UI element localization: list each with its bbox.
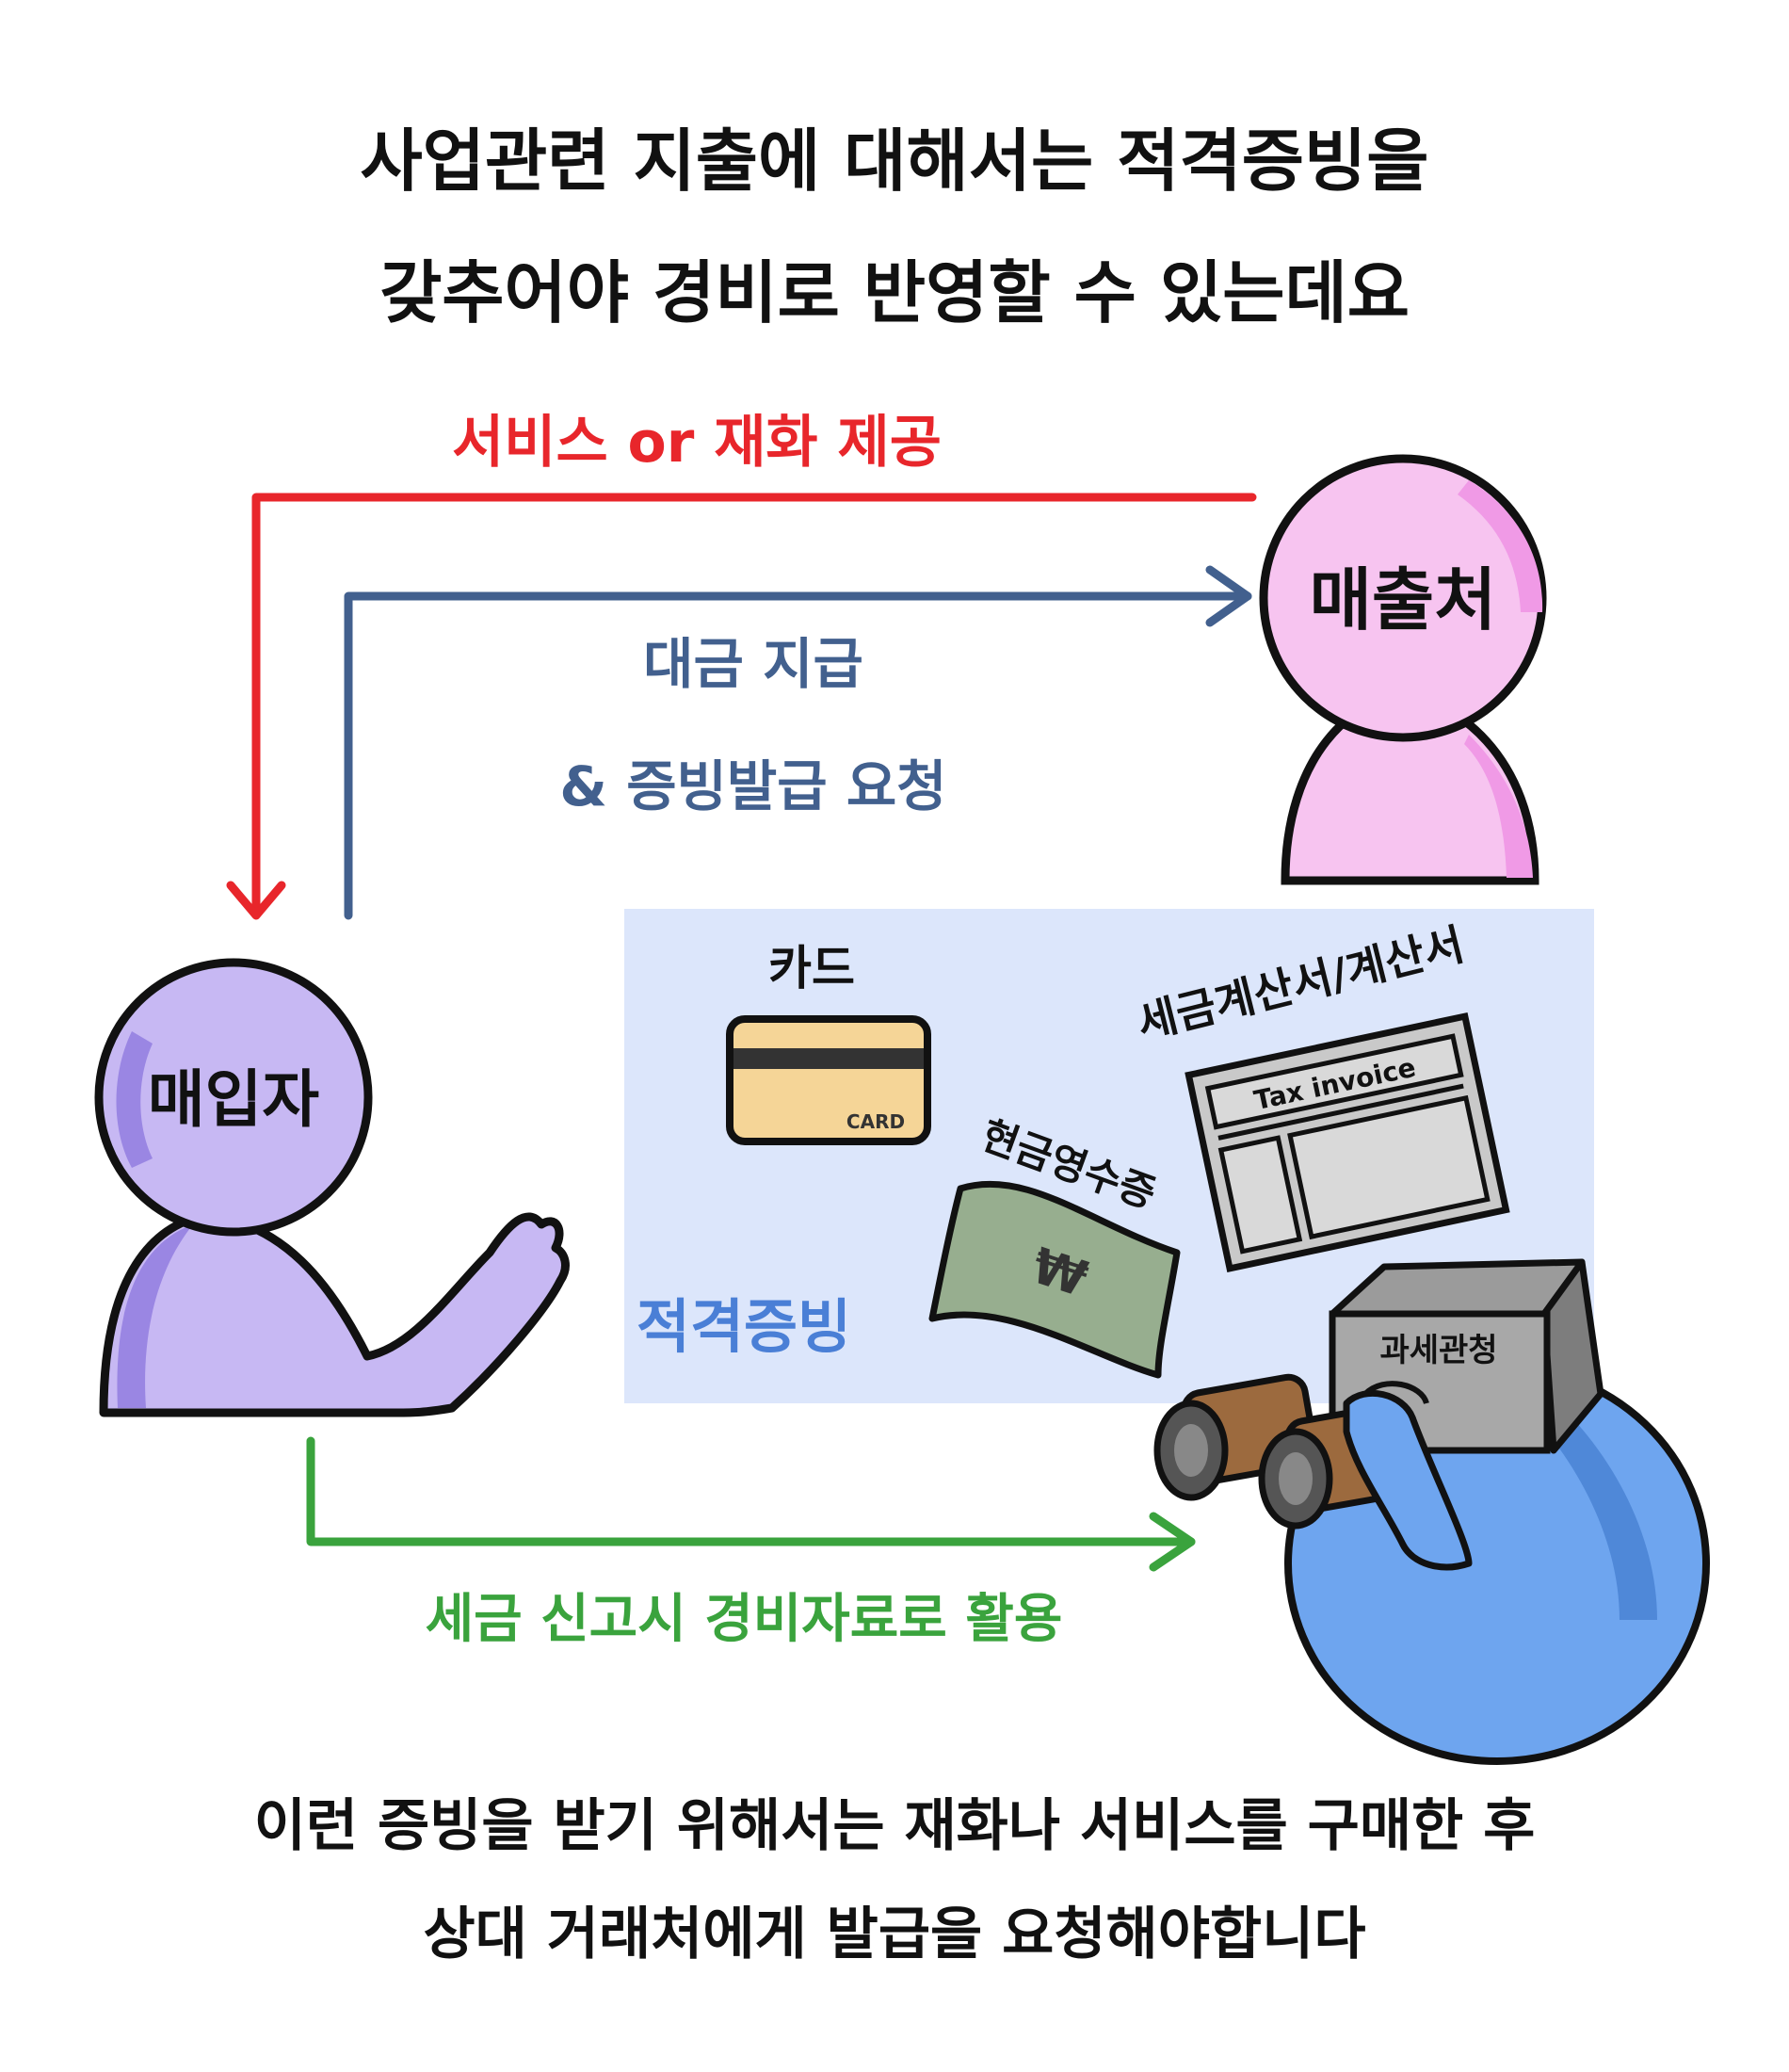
tax-invoice-icon: 세금계산서/계산서 Tax invoice [1132, 918, 1510, 1273]
tax-office-label: 과세관청 [1379, 1332, 1497, 1369]
tax-use-arrow [306, 1436, 1196, 1572]
card-text: CARD [846, 1110, 905, 1133]
footer-line-1: 이런 증빙을 받기 위해서는 재화나 서비스를 구매한 후 [253, 1793, 1536, 1859]
buyer-label: 매입자 [148, 1063, 319, 1136]
footer-line-2: 상대 거래처에게 발급을 요청해야합니다 [423, 1902, 1366, 1967]
card-icon: 카드 CARD [726, 941, 931, 1145]
payment-label-2: & 증빙발급 요청 [559, 754, 946, 818]
payment-arrow [344, 565, 1252, 920]
tax-use-label: 세금 신고시 경비자료로 활용 [426, 1589, 1063, 1650]
seller-person: 매출처 [1259, 454, 1547, 885]
seller-label: 매출처 [1310, 560, 1497, 639]
card-label: 카드 [768, 941, 855, 996]
supply-label: 서비스 or 재화 제공 [452, 410, 942, 476]
evidence-panel-label: 적격증빙 [637, 1292, 851, 1361]
buyer-person: 매입자 [94, 958, 570, 1417]
payment-label-1: 대금 지급 [643, 632, 863, 696]
tax-office-person: 과세관청 [1153, 1258, 1710, 1765]
header-line-1: 사업관련 지출에 대해서는 적격증빙을 [360, 121, 1429, 201]
header-line-2: 갖추어야 경비로 반영할 수 있는데요 [379, 253, 1410, 332]
supply-arrow [226, 493, 1257, 920]
